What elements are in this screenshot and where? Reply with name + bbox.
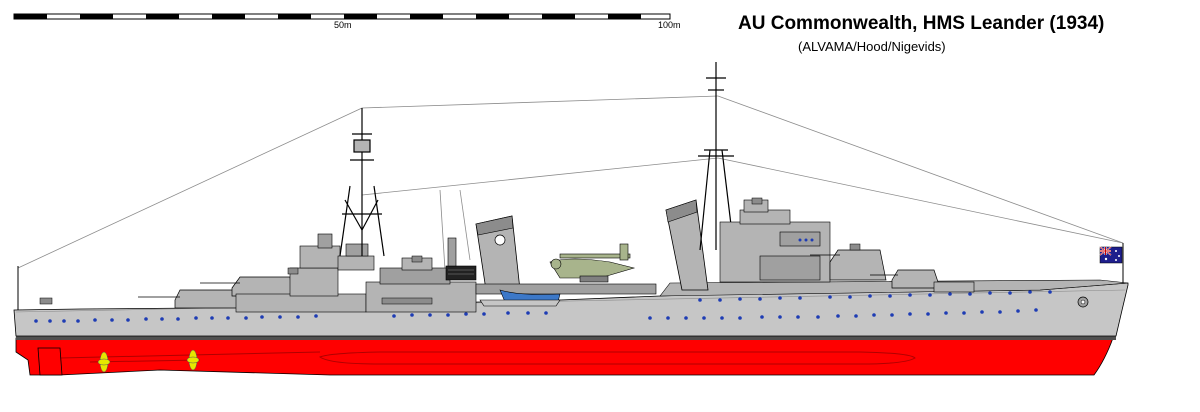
aft-turret-x	[138, 289, 239, 309]
seaplane-icon	[549, 243, 636, 283]
portholes	[34, 290, 1052, 323]
deck-guns	[39, 197, 861, 305]
aft-mast	[339, 108, 385, 257]
boats	[479, 289, 561, 307]
waterline-stripe	[16, 336, 1116, 340]
propeller-aft	[97, 351, 111, 373]
hull-underwater	[15, 337, 1114, 376]
rigging-lines	[17, 95, 1124, 271]
rudder	[37, 347, 63, 376]
anchor-icon	[1077, 296, 1089, 308]
bridge-structure	[719, 199, 831, 283]
bulge-outline	[318, 351, 916, 365]
propeller-forward	[186, 349, 200, 371]
scale-label-50m: 50m	[334, 20, 352, 30]
australian-flag-icon	[1099, 246, 1123, 264]
forward-turret-b	[810, 249, 887, 281]
forward-turret-a	[870, 269, 941, 289]
aft-deckhouse	[235, 293, 367, 313]
page-title: AU Commonwealth, HMS Leander (1934)	[738, 13, 1105, 34]
vent-grille	[445, 265, 477, 281]
credits-subtitle: (ALVAMA/Hood/Nigevids)	[798, 39, 946, 54]
scale-bar	[13, 13, 671, 20]
catapult-deck	[475, 283, 657, 295]
scale-label-100m: 100m	[658, 20, 681, 30]
midship-deckhouse	[365, 281, 477, 313]
